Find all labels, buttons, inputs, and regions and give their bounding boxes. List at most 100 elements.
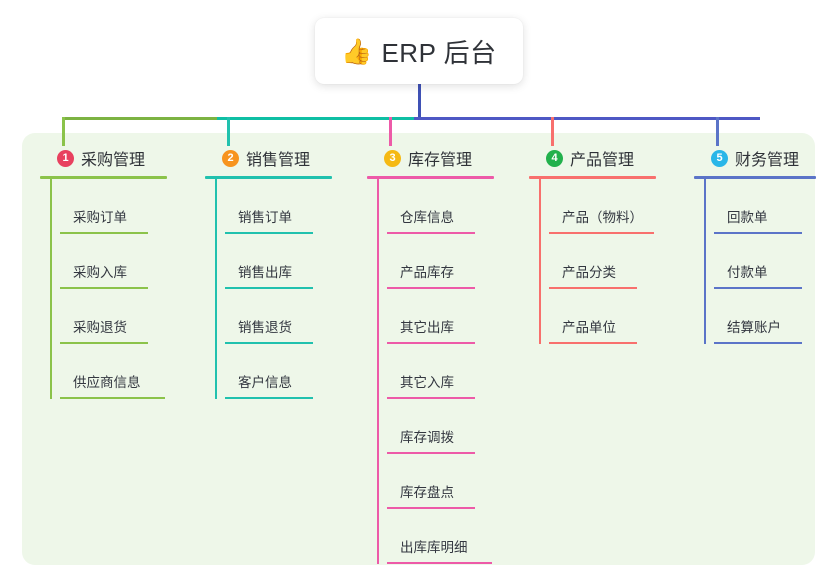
leaf-item[interactable]: 销售出库	[225, 234, 365, 289]
leaf-item-underline	[60, 397, 165, 399]
diagram-panel	[22, 133, 815, 565]
connector-drop-1	[62, 117, 65, 146]
leaf-item[interactable]: 付款单	[714, 234, 839, 289]
branch-header-5[interactable]: 5 财务管理	[694, 146, 839, 170]
leaf-item[interactable]: 产品分类	[549, 234, 689, 289]
branch-title-3: 库存管理	[408, 152, 473, 169]
branch-spine-1	[50, 179, 52, 399]
leaf-item[interactable]: 库存盘点	[387, 454, 527, 509]
leaf-item[interactable]: 结算账户	[714, 289, 839, 344]
leaf-item-underline	[60, 232, 148, 234]
leaf-item-underline	[549, 342, 637, 344]
leaf-item[interactable]: 产品单位	[549, 289, 689, 344]
branch-spine-2	[215, 179, 217, 399]
leaf-item-underline	[549, 232, 654, 234]
branch-title-1: 采购管理	[81, 152, 146, 169]
branch-items-3: 仓库信息产品库存其它出库其它入库库存调拨库存盘点出库库明细	[367, 179, 527, 564]
leaf-item[interactable]: 产品（物料）	[549, 179, 689, 234]
leaf-item-label: 销售出库	[238, 265, 292, 280]
branch-badge-1: 1	[57, 149, 74, 167]
leaf-item-label: 库存盘点	[400, 485, 454, 500]
leaf-item[interactable]: 采购入库	[60, 234, 200, 289]
branch-header-3[interactable]: 3 库存管理	[367, 146, 527, 170]
branch-spine-4	[539, 179, 541, 344]
leaf-item-underline	[714, 342, 802, 344]
leaf-item-label: 其它入库	[400, 375, 454, 390]
branch-title-5: 财务管理	[735, 152, 800, 169]
leaf-item-underline	[225, 287, 313, 289]
thumbs-up-icon: 👍	[341, 37, 373, 66]
connector-drop-2	[227, 117, 230, 146]
connector-bus-segment-teal	[217, 117, 414, 120]
leaf-item-label: 采购退货	[73, 320, 127, 335]
branch-badge-3: 3	[384, 149, 401, 167]
leaf-item-label: 产品分类	[562, 265, 616, 280]
leaf-item[interactable]: 仓库信息	[387, 179, 527, 234]
branch-spine-3	[377, 179, 379, 564]
leaf-item-underline	[225, 232, 313, 234]
leaf-item-label: 付款单	[727, 265, 768, 280]
leaf-item-underline	[387, 287, 475, 289]
leaf-item-label: 采购订单	[73, 210, 127, 225]
leaf-item-label: 库存调拨	[400, 430, 454, 445]
leaf-item-underline	[60, 342, 148, 344]
leaf-item-underline	[549, 287, 637, 289]
leaf-item-label: 回款单	[727, 210, 768, 225]
branch-column-5: 5 财务管理回款单付款单结算账户	[694, 146, 839, 344]
leaf-item[interactable]: 采购退货	[60, 289, 200, 344]
leaf-item-label: 供应商信息	[73, 375, 141, 390]
leaf-item[interactable]: 供应商信息	[60, 344, 200, 399]
connector-trunk	[418, 84, 421, 120]
branch-underline-2	[205, 176, 332, 179]
leaf-item-underline	[225, 397, 313, 399]
leaf-item-label: 其它出库	[400, 320, 454, 335]
leaf-item[interactable]: 其它入库	[387, 344, 527, 399]
leaf-item[interactable]: 回款单	[714, 179, 839, 234]
branch-underline-1	[40, 176, 167, 179]
connector-drop-3	[389, 117, 392, 146]
branch-items-4: 产品（物料） 产品分类产品单位	[529, 179, 689, 344]
branch-badge-4: 4	[546, 149, 563, 167]
branch-spine-5	[704, 179, 706, 344]
leaf-item-label: 出库库明细	[400, 540, 468, 555]
leaf-item-label: 结算账户	[727, 320, 781, 335]
leaf-item-label: 产品（物料）	[562, 210, 643, 225]
leaf-item-underline	[714, 232, 802, 234]
branch-header-1[interactable]: 1 采购管理	[40, 146, 200, 170]
branch-column-3: 3 库存管理仓库信息产品库存其它出库其它入库库存调拨库存盘点出库库明细	[367, 146, 527, 564]
leaf-item-label: 采购入库	[73, 265, 127, 280]
root-node-label: ERP 后台	[381, 37, 497, 68]
branch-badge-5: 5	[711, 149, 728, 167]
leaf-item[interactable]: 销售退货	[225, 289, 365, 344]
leaf-item[interactable]: 销售订单	[225, 179, 365, 234]
branch-underline-4	[529, 176, 656, 179]
leaf-item[interactable]: 采购订单	[60, 179, 200, 234]
leaf-item[interactable]: 客户信息	[225, 344, 365, 399]
leaf-item[interactable]: 出库库明细	[387, 509, 527, 564]
leaf-item-underline	[387, 507, 475, 509]
leaf-item-label: 销售退货	[238, 320, 292, 335]
leaf-item-underline	[714, 287, 802, 289]
leaf-item-underline	[387, 452, 475, 454]
root-node-erp-backend[interactable]: 👍 ERP 后台	[315, 18, 523, 84]
branch-items-5: 回款单付款单结算账户	[694, 179, 839, 344]
leaf-item-underline	[387, 562, 492, 564]
connector-bus-segment-green	[62, 117, 217, 120]
leaf-item-label: 产品库存	[400, 265, 454, 280]
branch-items-1: 采购订单采购入库采购退货供应商信息	[40, 179, 200, 399]
connector-drop-5	[716, 117, 719, 146]
leaf-item[interactable]: 产品库存	[387, 234, 527, 289]
leaf-item-underline	[387, 342, 475, 344]
leaf-item[interactable]: 库存调拨	[387, 399, 527, 454]
leaf-item-underline	[387, 232, 475, 234]
branch-underline-3	[367, 176, 494, 179]
leaf-item[interactable]: 其它出库	[387, 289, 527, 344]
connector-drop-4	[551, 117, 554, 146]
branch-items-2: 销售订单销售出库销售退货客户信息	[205, 179, 365, 399]
leaf-item-underline	[225, 342, 313, 344]
leaf-item-label: 产品单位	[562, 320, 616, 335]
